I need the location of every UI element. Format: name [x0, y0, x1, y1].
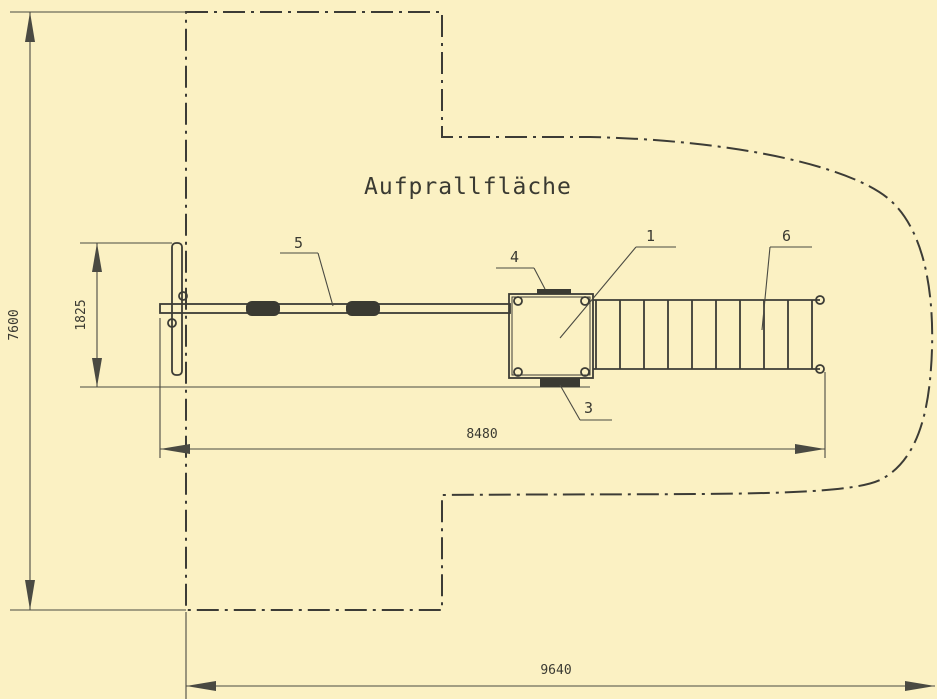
dimension-handle-width: 1825: [74, 242, 590, 388]
leader-part-5: 5: [280, 234, 334, 307]
part-4-detail: [537, 289, 571, 294]
part-5-label: 5: [294, 234, 303, 252]
leader-part-3: 3: [559, 384, 612, 421]
part-6-label: 6: [782, 227, 791, 245]
part-4-label: 4: [510, 248, 519, 266]
beam-clamp: [246, 301, 280, 316]
dimension-overall-length: 9640: [185, 612, 935, 699]
leader-part-1: 1: [559, 227, 676, 339]
dimension-equipment-length: 8480: [159, 318, 826, 458]
overall-length-label: 9640: [540, 663, 571, 678]
equipment-length-label: 8480: [466, 427, 497, 442]
leader-part-6: 6: [761, 227, 812, 331]
ladder-part-6: [593, 295, 825, 374]
impact-area-label: Aufprallfläche: [364, 174, 572, 200]
dimension-overall-width: 7600: [7, 11, 186, 611]
part-3-label: 3: [584, 399, 593, 417]
leader-part-4: 4: [496, 248, 546, 290]
handle-width-label: 1825: [74, 299, 89, 330]
beam-part-5: [159, 301, 511, 316]
beam-clamp: [346, 301, 380, 316]
part-1-label: 1: [646, 227, 655, 245]
impact-area-outline: [185, 11, 934, 611]
overall-width-label: 7600: [7, 309, 22, 340]
handle-bar: [167, 242, 188, 376]
part-3-detail: [540, 378, 580, 387]
platform-part-1: [508, 293, 594, 379]
